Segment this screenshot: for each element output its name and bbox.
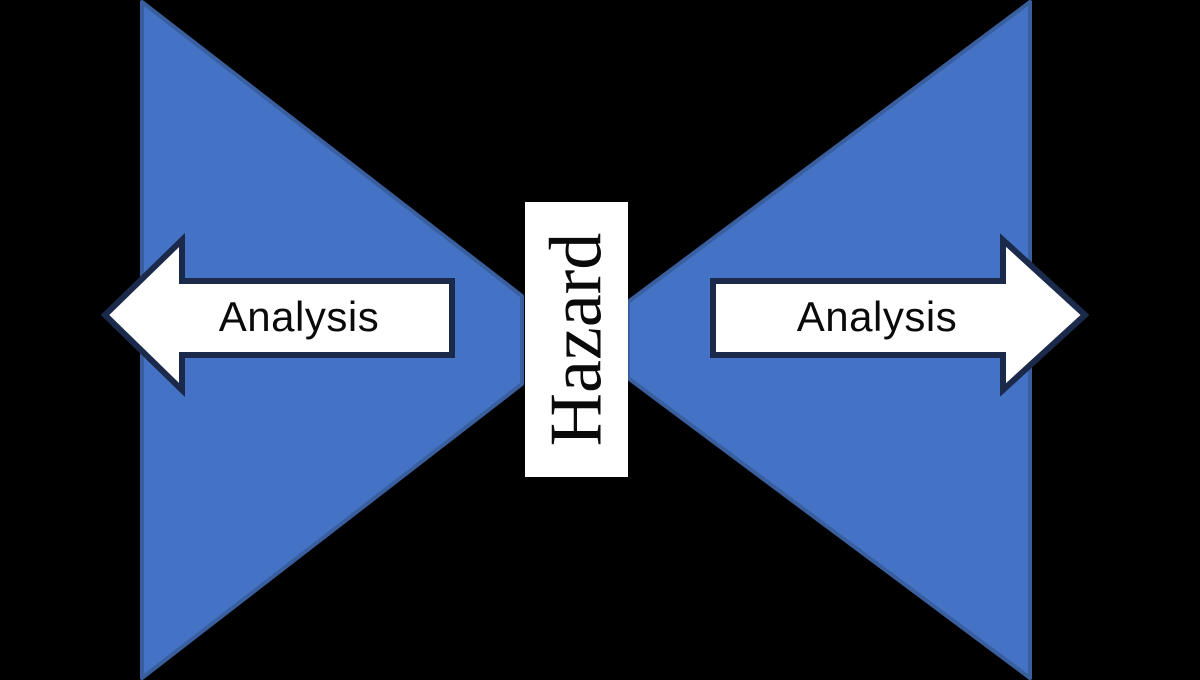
right-analysis-label: Analysis — [796, 293, 958, 340]
hazard-box: Hazard — [525, 202, 628, 477]
hazard-label: Hazard — [535, 232, 617, 447]
right-analysis-arrow — [710, 233, 1090, 397]
hazard-box-rect — [525, 202, 628, 477]
left-analysis-label: Analysis — [218, 293, 380, 340]
left-analysis-arrow — [100, 232, 455, 398]
